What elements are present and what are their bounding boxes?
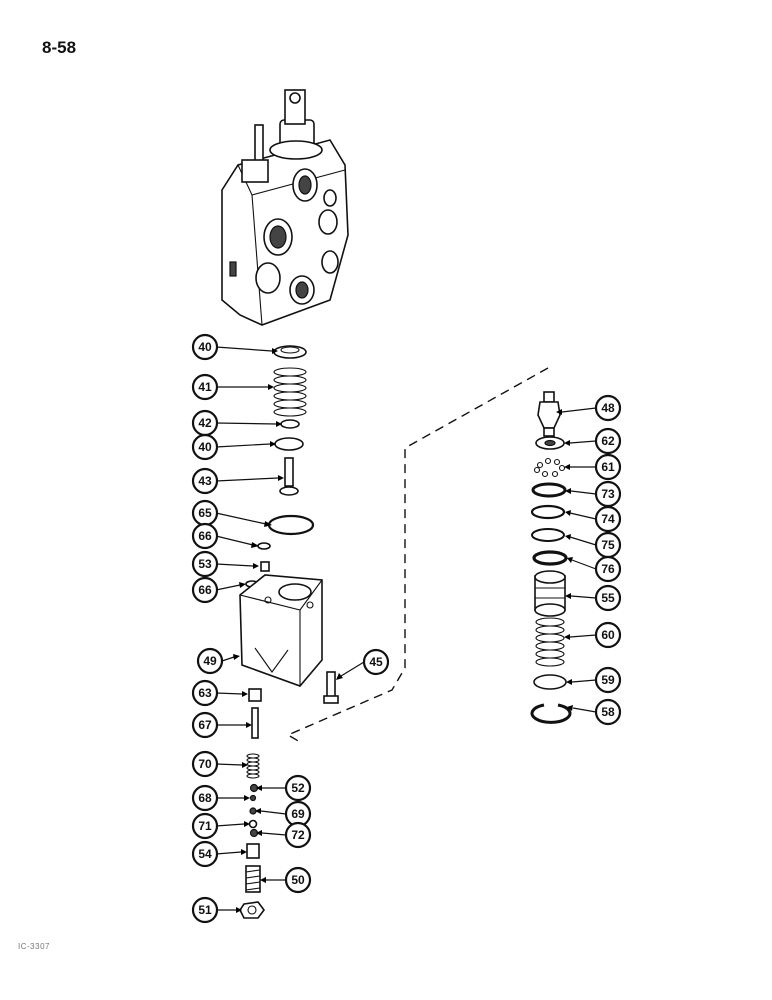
svg-text:75: 75 (601, 538, 615, 552)
svg-text:69: 69 (291, 807, 305, 821)
callout-73: 73 (594, 480, 622, 508)
svg-text:73: 73 (601, 487, 615, 501)
leader-lines (215, 346, 597, 913)
svg-text:40: 40 (198, 340, 212, 354)
svg-text:66: 66 (198, 583, 212, 597)
callout-75: 75 (594, 531, 622, 559)
svg-text:52: 52 (291, 781, 305, 795)
svg-text:49: 49 (203, 654, 217, 668)
svg-text:42: 42 (198, 416, 212, 430)
svg-text:55: 55 (601, 591, 615, 605)
callout-69: 69 (284, 800, 312, 828)
callout-71: 71 (191, 812, 219, 840)
svg-text:58: 58 (601, 705, 615, 719)
page-number: 8-58 (42, 38, 77, 57)
svg-text:54: 54 (198, 847, 212, 861)
svg-text:51: 51 (198, 903, 212, 917)
svg-text:60: 60 (601, 628, 615, 642)
left-stack-parts (239, 345, 339, 919)
svg-text:41: 41 (198, 380, 212, 394)
callout-41: 41 (191, 373, 219, 401)
svg-text:63: 63 (198, 686, 212, 700)
callout-45: 45 (362, 648, 390, 676)
callout-51: 51 (191, 896, 219, 924)
callout-50: 50 (284, 866, 312, 894)
callout-42: 42 (191, 409, 219, 437)
callout-68: 68 (191, 784, 219, 812)
callout-61: 61 (594, 453, 622, 481)
callout-66-lower: 66 (191, 576, 219, 604)
callout-40-lower: 40 (191, 433, 219, 461)
callout-48: 48 (594, 394, 622, 422)
callout-58: 58 (594, 698, 622, 726)
svg-text:65: 65 (198, 506, 212, 520)
svg-text:72: 72 (291, 828, 305, 842)
svg-text:70: 70 (198, 757, 212, 771)
callout-43: 43 (191, 467, 219, 495)
figure-reference: IC-3307 (18, 942, 50, 951)
svg-text:59: 59 (601, 673, 615, 687)
callout-60: 60 (594, 621, 622, 649)
callout-70: 70 (191, 750, 219, 778)
svg-text:74: 74 (601, 512, 615, 526)
callout-76: 76 (594, 555, 622, 583)
svg-text:68: 68 (198, 791, 212, 805)
callout-49: 49 (196, 647, 224, 675)
svg-text:43: 43 (198, 474, 212, 488)
svg-text:67: 67 (198, 718, 212, 732)
svg-text:76: 76 (601, 562, 615, 576)
callout-74: 74 (594, 505, 622, 533)
svg-text:61: 61 (601, 460, 615, 474)
callout-62: 62 (594, 427, 622, 455)
svg-text:40: 40 (198, 440, 212, 454)
callout-63: 63 (191, 679, 219, 707)
assembly-path-dashed (286, 367, 549, 743)
callout-67: 67 (191, 711, 219, 739)
callout-66-upper: 66 (191, 522, 219, 550)
callout-40-top: 40 (191, 333, 219, 361)
callout-65: 65 (191, 499, 219, 527)
callout-53: 53 (191, 550, 219, 578)
svg-text:71: 71 (198, 819, 212, 833)
callout-55: 55 (594, 584, 622, 612)
callout-52: 52 (284, 774, 312, 802)
right-stack-parts (530, 391, 572, 724)
svg-text:50: 50 (291, 873, 305, 887)
callout-59: 59 (594, 666, 622, 694)
valve-body-section (221, 89, 349, 326)
svg-text:53: 53 (198, 557, 212, 571)
svg-text:62: 62 (601, 434, 615, 448)
svg-text:48: 48 (601, 401, 615, 415)
callout-54: 54 (191, 840, 219, 868)
svg-text:45: 45 (369, 655, 383, 669)
svg-text:66: 66 (198, 529, 212, 543)
callout-72: 72 (284, 821, 312, 849)
